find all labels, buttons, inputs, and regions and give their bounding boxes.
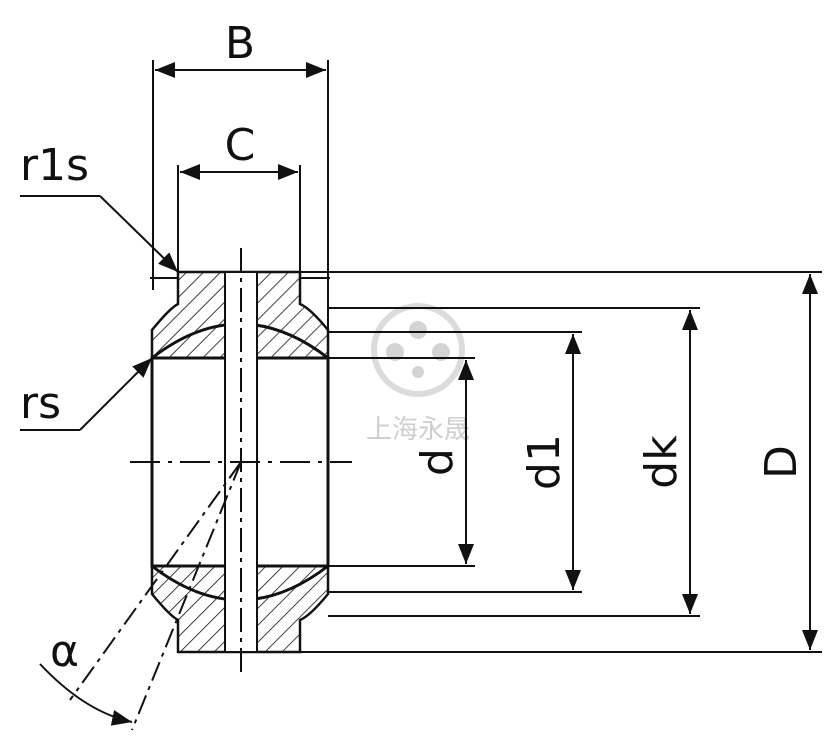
- label-alpha: α: [50, 626, 79, 677]
- label-b: B: [225, 18, 255, 69]
- label-d: d: [412, 448, 463, 476]
- dimension-d: d: [412, 360, 474, 564]
- dimension-b: B: [152, 18, 329, 330]
- label-d1: d1: [519, 434, 570, 490]
- label-rs: rs: [20, 378, 61, 429]
- label-r1s: r1s: [20, 140, 89, 191]
- label-dk: dk: [636, 435, 687, 489]
- leader-r1s: r1s: [20, 140, 179, 273]
- tilt-angle-alpha: α: [39, 461, 242, 731]
- watermark: 上海永晟: [366, 303, 470, 445]
- extension-lines: [300, 271, 822, 653]
- dimension-big-d: D: [756, 274, 818, 650]
- leader-rs: rs: [20, 357, 153, 431]
- label-c: C: [225, 120, 256, 171]
- dimension-d1: d1: [519, 334, 581, 590]
- label-big-d: D: [756, 445, 807, 479]
- dimension-c: C: [177, 120, 301, 272]
- watermark-text: 上海永晟: [366, 415, 470, 445]
- dimension-dk: dk: [636, 310, 698, 614]
